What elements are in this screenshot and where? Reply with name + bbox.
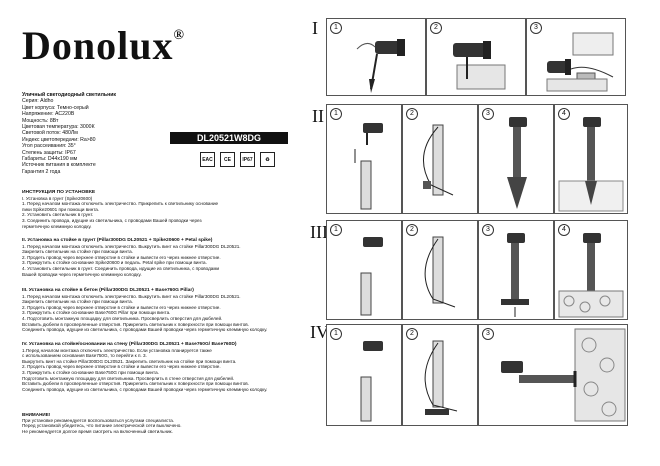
text-line: 1. Перед началом монтажа отключить элект…	[22, 201, 219, 207]
row-label-iii: III	[310, 222, 328, 242]
product-spec: Уличный светодиодный светильник Серия: A…	[22, 92, 222, 175]
row-label-i: I	[312, 18, 318, 38]
text-line: с использованием основания Base750G, то …	[22, 353, 147, 359]
text-line: пики Spike20601 при помощи винта.	[22, 206, 100, 212]
section-2: II. Установка на стойке в грунт (Pillar3…	[22, 238, 302, 277]
text-line: 2. Продеть провод через верхнее отверсти…	[22, 304, 221, 310]
panel-iii-2: 2	[402, 220, 478, 320]
text-line: 2. Продеть провод через верхнее отверсти…	[22, 254, 221, 260]
panel-i-3: 3	[526, 18, 626, 96]
text-line: 4. Установить светильник в грунт. Соедин…	[22, 265, 220, 271]
text-line: 1. Перед началом монтажа отключить элект…	[22, 293, 241, 299]
brand-logo: Donolux®	[22, 23, 185, 68]
text-line: 3. Соединить провода, идущие из светильн…	[22, 217, 202, 223]
panel-iii-4: 4	[554, 220, 628, 320]
text-line: 3. Прикрутить к стойке основание Spike20…	[22, 260, 207, 266]
text-line: 3. Прикрутить к стойке основание Base750…	[22, 369, 159, 375]
panel-i-1: 1	[326, 18, 426, 96]
panel-iv-2: 2	[402, 324, 478, 426]
cert-mark: IP67	[240, 152, 255, 167]
text-line: Степень защиты: IP67	[22, 149, 76, 156]
text-line: Световой поток: 480Лм	[22, 130, 78, 137]
cert-mark: ♻	[260, 152, 275, 167]
text-line: Соединить провода, идущие из светильника…	[22, 327, 268, 333]
panel-i-2: 2	[426, 18, 526, 96]
text-line: Не рекомендуется долгое время смотреть н…	[22, 428, 173, 434]
cert-mark: EAC	[200, 152, 215, 167]
panel-ii-1: 1	[326, 104, 402, 214]
text-line: Цвет корпуса: Темно-серый	[22, 104, 89, 111]
warning-block: ВНИМАНИЕ! При установке рекомендуется во…	[22, 412, 302, 434]
text-line: Подготовить монтажную площадку для свети…	[22, 375, 235, 381]
row-label-iv: IV	[310, 322, 329, 342]
panel-ii-4: 4	[554, 104, 628, 214]
section-heading: III. Установка на стойке в бетон (Pillar…	[22, 288, 194, 293]
text-line: 3. Прикрутить к стойке основание Base760…	[22, 310, 171, 316]
text-line: 1. Перед началом монтажа отключить элект…	[22, 243, 241, 249]
text-line: Угол рассеивания: 35°	[22, 143, 76, 150]
text-line: Гарантия 2 года	[22, 168, 61, 175]
text-line: 4. Подготовить монтажную площадку для св…	[22, 315, 223, 321]
section-4: IV. Установка на стойке/основании на сте…	[22, 342, 302, 392]
text-line: Закрепить светильник на стойке при помощ…	[22, 249, 133, 255]
text-line: Вставить дюбели в просверленные отверсти…	[22, 321, 249, 327]
text-line: Габариты: D44х190 мм	[22, 156, 78, 163]
text-line: 2. Установить светильник в грунт.	[22, 212, 94, 218]
panel-iv-3: 3	[478, 324, 628, 426]
panel-ii-3: 3	[478, 104, 554, 214]
text-line: герметичную клеммную колодку.	[22, 223, 92, 229]
text-line: 1.Перед началом монтажа отключить электр…	[22, 347, 212, 353]
text-line: Источник питания в комплекте	[22, 162, 96, 169]
text-line: Серия: Aldho	[22, 98, 54, 105]
cert-marks: EAC CE IP67 ♻	[200, 152, 275, 167]
text-line: Напряжение: AC220В	[22, 111, 75, 118]
panel-iv-1: 1	[326, 324, 402, 426]
text-line: Закрепить светильник на стойке при помощ…	[22, 299, 133, 305]
section-heading: II. Установка на стойке в грунт (Pillar3…	[22, 238, 213, 243]
section-heading: IV. Установка на стойке/основании на сте…	[22, 342, 237, 347]
text-line: Соединить провода, идущие из светильника…	[22, 386, 268, 392]
text-line: Мощность: 8Вт	[22, 117, 59, 124]
panel-iii-3: 3	[478, 220, 554, 320]
text-line: При установке рекомендуется воспользоват…	[22, 417, 175, 423]
text-line: Вставить дюбели в просверленные отверсти…	[22, 381, 249, 387]
text-line: Цветовая температура: 3000К	[22, 124, 95, 131]
text-line: 2. Продеть провод через верхнее отверсти…	[22, 364, 221, 370]
panel-ii-2: 2	[402, 104, 478, 214]
product-code: DL20521W8DG	[170, 132, 288, 144]
text-line: Выкрутить винт на стойке Pillar300DG DL2…	[22, 358, 237, 364]
section-3: III. Установка на стойке в бетон (Pillar…	[22, 288, 302, 333]
text-line: I. Установка в грунт (Spike20600)	[22, 195, 93, 201]
row-label-ii: II	[312, 106, 324, 126]
cert-mark: CE	[220, 152, 235, 167]
text-line: Индекс цветопередачи: Ra>80	[22, 136, 96, 143]
text-line: Вашей проводки через герметичную клеммну…	[22, 271, 142, 277]
section-heading: ИНСТРУКЦИЯ ПО УСТАНОВКЕ	[22, 190, 96, 195]
panel-iii-1: 1	[326, 220, 402, 320]
text-line: Перед установкой убедитесь, что питание …	[22, 423, 182, 429]
product-title: Уличный светодиодный светильник	[22, 92, 117, 98]
